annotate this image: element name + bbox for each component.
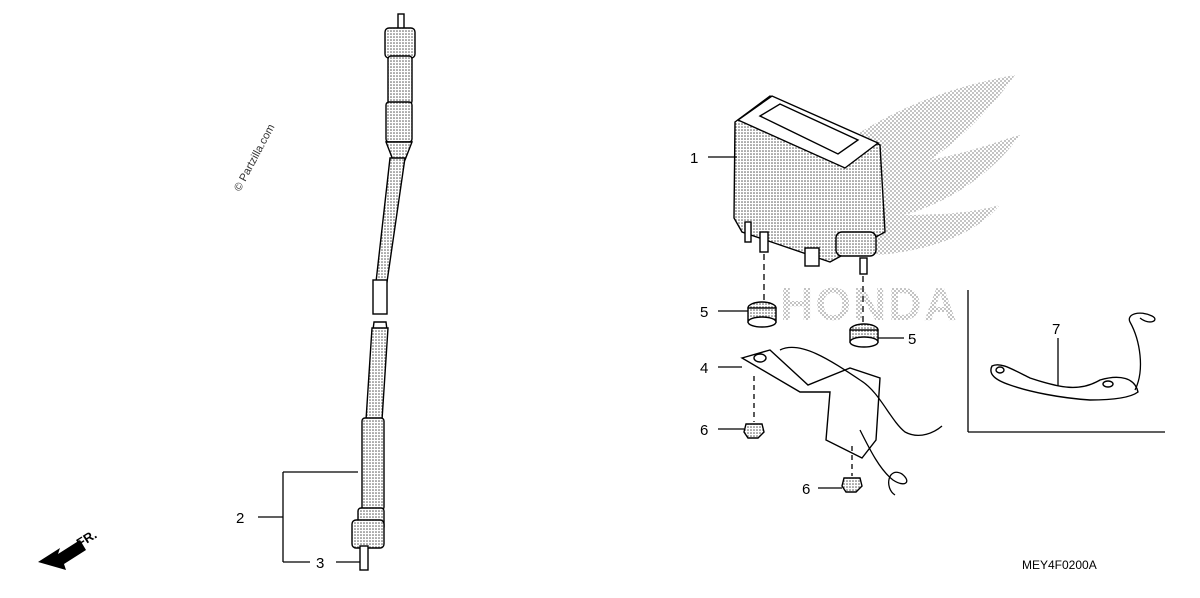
diagram-code: MEY4F0200A <box>1022 558 1097 572</box>
callout-1: 1 <box>690 150 698 167</box>
front-arrow-icon <box>38 540 86 570</box>
callout-2: 2 <box>236 510 244 527</box>
callout-leaders-2-3 <box>258 471 360 563</box>
callout-3: 3 <box>316 555 324 572</box>
callout-7: 7 <box>1052 321 1060 338</box>
speedometer-cable <box>351 13 416 571</box>
partzilla-watermark: © Partzilla.com <box>232 122 277 193</box>
meter-stay <box>740 346 943 496</box>
callout-6-right: 6 <box>802 481 810 498</box>
meter-lower-cover <box>990 312 1156 401</box>
nut-right <box>841 446 863 493</box>
callout-4: 4 <box>700 360 708 377</box>
grommet-right <box>849 323 879 348</box>
inset-frame <box>967 290 1165 433</box>
nut-left <box>743 376 765 439</box>
callout-5-left: 5 <box>700 304 708 321</box>
honda-wordmark: HONDA <box>780 278 959 330</box>
callout-6-left: 6 <box>700 422 708 439</box>
meter-assembly <box>733 95 886 322</box>
grommet-left <box>747 301 777 328</box>
callout-5-right: 5 <box>908 331 916 348</box>
